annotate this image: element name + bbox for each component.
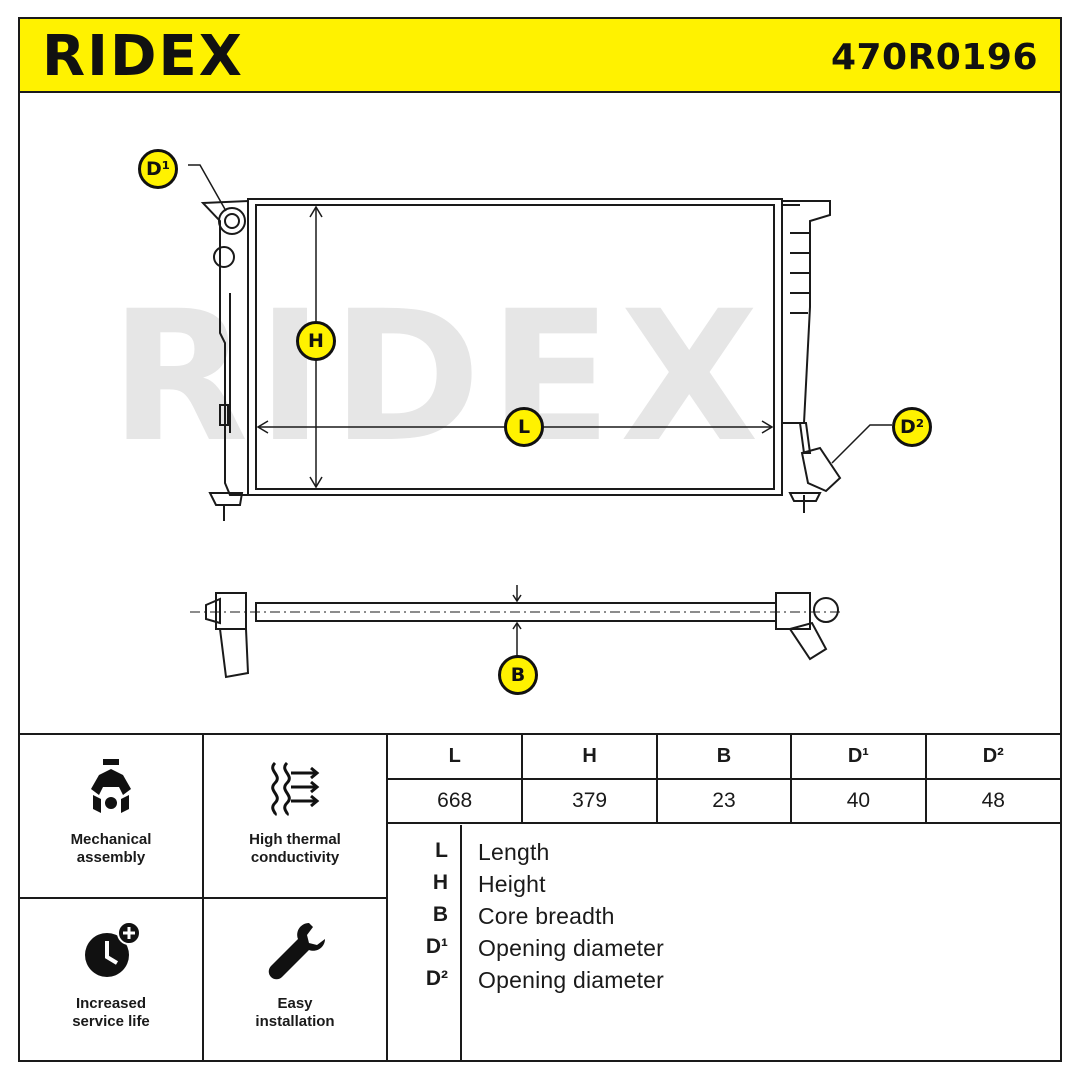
legend-key: H <box>432 871 448 894</box>
dim-header: B <box>655 735 792 780</box>
dim-value: 379 <box>521 779 657 824</box>
d1-inlet <box>218 207 246 235</box>
d1-marker: D¹ <box>138 149 178 189</box>
legend-value: Height <box>478 871 546 897</box>
dim-value: 48 <box>924 779 1060 824</box>
dim-header: D² <box>924 735 1060 780</box>
feature-increased-service-life: Increased service life <box>20 897 204 1062</box>
product-sheet: RIDEX 470R0196 RIDEX <box>18 17 1062 1062</box>
legend-key: D² <box>425 967 448 990</box>
dim-value: 40 <box>790 779 926 824</box>
legend-item: B Core breadth <box>388 903 1060 935</box>
legend-item: L Length <box>388 839 1060 871</box>
dimensions-header-row: L H B D¹ D² <box>388 735 1060 780</box>
feature-label: Mechanical assembly <box>70 831 152 866</box>
l-marker-label: L <box>517 415 531 438</box>
d2-outlet <box>800 446 842 493</box>
legend-key: B <box>432 903 448 926</box>
technical-drawing: RIDEX <box>20 93 1060 733</box>
legend-item: H Height <box>388 871 1060 903</box>
dimensions-value-row: 668 379 23 40 48 <box>388 779 1060 824</box>
dim-header: D¹ <box>790 735 926 780</box>
d2-marker: D² <box>892 407 932 447</box>
legend-key: L <box>435 839 448 862</box>
radiator-drawing <box>188 164 892 679</box>
dimensions-table: L H B D¹ D² 668 379 23 40 48 <box>388 733 1060 824</box>
legend-item: D² Opening diameter <box>388 967 1060 999</box>
header-bar: RIDEX 470R0196 <box>20 19 1060 93</box>
b-marker-label: B <box>510 663 526 686</box>
h-marker: H <box>296 321 336 361</box>
legend-value: Opening diameter <box>478 967 665 993</box>
d1-marker-label: D¹ <box>145 157 171 180</box>
feature-high-thermal-conductivity: High thermal conductivity <box>204 733 388 897</box>
dim-header: H <box>521 735 657 780</box>
legend-value: Core breadth <box>478 903 615 929</box>
b-marker: B <box>498 655 538 695</box>
l-marker: L <box>504 407 544 447</box>
heat-flow-icon <box>271 761 320 817</box>
feature-easy-installation: Easy installation <box>204 897 388 1062</box>
watermark-logo: RIDEX <box>110 273 767 482</box>
h-marker-label: H <box>308 329 324 352</box>
dim-value: 23 <box>655 779 792 824</box>
clock-plus-icon <box>85 921 141 977</box>
wrench-icon <box>268 923 325 980</box>
feature-label: High thermal conductivity <box>249 831 341 866</box>
dimension-legend: L Length H Height B Core breadth D¹ Open… <box>388 825 1060 1062</box>
legend-key: D¹ <box>425 935 448 958</box>
part-number: 470R0196 <box>830 37 1038 78</box>
feature-label: Increased service life <box>72 995 150 1030</box>
legend-item: D¹ Opening diameter <box>388 935 1060 967</box>
dim-value: 668 <box>388 779 523 824</box>
legend-divider <box>460 825 462 1062</box>
feature-grid: Mechanical assembly High thermal conduct… <box>20 733 388 1062</box>
wrench-clamp-icon <box>91 759 131 813</box>
feature-mechanical-assembly: Mechanical assembly <box>20 733 204 897</box>
legend-value: Length <box>478 839 550 865</box>
brand-logo: RIDEX <box>42 24 244 89</box>
feature-label: Easy installation <box>255 995 335 1030</box>
dim-header: L <box>388 735 523 780</box>
legend-value: Opening diameter <box>478 935 665 961</box>
d2-marker-label: D² <box>899 415 925 438</box>
